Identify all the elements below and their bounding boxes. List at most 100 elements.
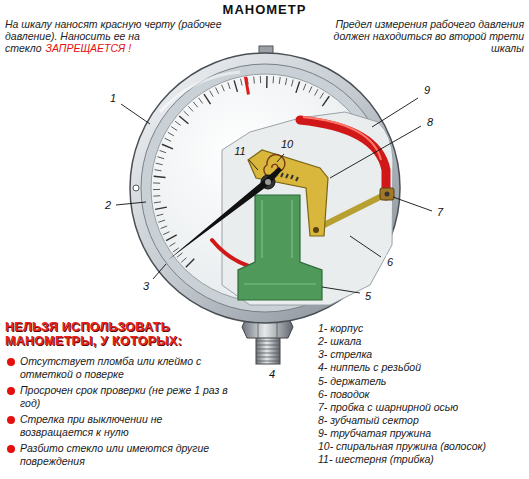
scale-tick xyxy=(285,78,286,85)
leader-line xyxy=(116,202,146,205)
part-name: 8- зубчатый сектор xyxy=(318,414,524,427)
toothed-sector xyxy=(248,150,328,236)
part-name: 1- корпус xyxy=(318,322,524,335)
leader-line xyxy=(121,104,150,124)
scale-tick xyxy=(320,93,324,99)
leader-lines xyxy=(116,98,432,293)
part-name: 4- ниппель с резьбой xyxy=(318,361,524,374)
leader-line xyxy=(330,126,421,178)
scale-tick xyxy=(315,89,318,95)
scale-tick xyxy=(279,77,281,84)
scale-tick xyxy=(193,102,197,107)
holder-shading xyxy=(244,200,316,284)
bullet-dot xyxy=(7,416,15,424)
scale-tick xyxy=(222,85,225,91)
scale-tick xyxy=(162,144,173,149)
leader-line xyxy=(277,154,284,162)
needle-cap xyxy=(265,179,271,185)
note-left: На шкалу наносят красную черту (рабочее … xyxy=(5,18,227,54)
glass-glare xyxy=(160,72,240,112)
bullet-dot xyxy=(7,358,15,366)
scale-tick xyxy=(175,121,181,125)
callout-number: 11 xyxy=(233,145,246,158)
scale-tick xyxy=(322,96,329,106)
scale-tick xyxy=(228,82,230,89)
warning-heading: НЕЛЬЗЯ ИСПОЛЬЗОВАТЬ МАНОМЕТРЫ, У КОТОРЫХ… xyxy=(5,320,237,348)
scale-tick xyxy=(210,91,213,97)
bullet-dot xyxy=(7,445,15,453)
leader-line xyxy=(322,287,360,293)
hinge-axis xyxy=(385,192,390,197)
sector-teeth xyxy=(276,172,298,181)
sector-pivot xyxy=(313,227,319,233)
warning-item: Отсутствует пломба или клеймо с отметкой… xyxy=(5,355,237,381)
part-name: 11- шестерня (трибка) xyxy=(318,453,524,466)
callout-number: 8 xyxy=(426,116,434,129)
scale-tick xyxy=(156,163,163,165)
scale-tick xyxy=(260,76,261,83)
callout-wrap: 5 xyxy=(364,290,372,303)
warning-item: Стрелка при выключении не возвращается к… xyxy=(5,413,237,439)
warning-word: ЗАПРЕЩАЕТСЯ ! xyxy=(46,42,132,54)
part-name: 5- держатель xyxy=(318,375,524,388)
scale-tick xyxy=(234,80,237,92)
scale-tick xyxy=(309,86,312,92)
callout-number: 5 xyxy=(364,290,372,303)
scale-tick xyxy=(161,226,168,229)
scale-tick xyxy=(177,253,183,257)
part-name: 9- трубчатая пружина xyxy=(318,427,524,440)
callout-number: 9 xyxy=(423,84,431,97)
needle xyxy=(168,167,282,260)
scale-tick xyxy=(163,232,169,235)
scale-tick xyxy=(179,116,188,124)
scale-tick xyxy=(291,80,293,87)
scale-tick xyxy=(266,76,268,88)
callout-number: 10 xyxy=(280,138,294,151)
parts-list: 1- корпус2- шкала3- стрелка4- ниппель с … xyxy=(318,322,524,466)
scale-tick xyxy=(173,248,179,252)
part-name: 3- стрелка xyxy=(318,348,524,361)
scale-tick xyxy=(153,195,160,197)
part-name: 6- поводок xyxy=(318,388,524,401)
nipple-thread xyxy=(256,336,280,364)
title: МАНОМЕТР xyxy=(0,2,529,17)
scale-tick xyxy=(188,106,193,111)
callout-wrap: 11 xyxy=(233,145,246,158)
leader-line xyxy=(153,264,166,279)
scale-tick xyxy=(303,84,306,91)
callout-wrap: 6 xyxy=(386,256,394,269)
callout-wrap: 1 xyxy=(109,92,117,105)
leader-line xyxy=(350,236,381,257)
scale-tick xyxy=(157,157,164,159)
scale-tick xyxy=(204,94,211,104)
leader-line xyxy=(393,197,432,211)
callout-wrap: 7 xyxy=(436,206,444,219)
spring-root xyxy=(212,240,256,268)
title-wrap: МАНОМЕТР xyxy=(0,2,529,17)
callout-wrap: 4 xyxy=(268,368,276,381)
callout-number: 6 xyxy=(386,256,394,269)
scale-tick xyxy=(155,170,162,171)
bullet-dot xyxy=(7,387,15,395)
scale-tick xyxy=(165,138,171,141)
scale-tick xyxy=(169,243,175,247)
scale-tick xyxy=(153,189,160,190)
scale-tick xyxy=(181,258,186,263)
scale-tick xyxy=(199,98,203,104)
leader-line xyxy=(249,160,258,170)
warning-item: Разбито стекло или имеются другие повреж… xyxy=(5,442,237,468)
callout-number: 4 xyxy=(268,368,276,381)
scale-tick xyxy=(166,235,177,241)
case-ring xyxy=(130,53,400,323)
callout-wrap: 3 xyxy=(142,280,150,293)
scale-tick xyxy=(159,150,166,152)
scale-tick xyxy=(168,132,174,135)
callout-wrap: 8 xyxy=(426,116,434,129)
spring-highlight xyxy=(303,117,381,160)
mechanism-window xyxy=(222,112,393,305)
scale-tick xyxy=(273,76,275,83)
hinge-plug xyxy=(380,188,394,200)
note-text: Предел измерения рабочего давления долже… xyxy=(300,18,524,54)
part-name: 2- шкала xyxy=(318,335,524,348)
scale-tick xyxy=(157,214,164,216)
